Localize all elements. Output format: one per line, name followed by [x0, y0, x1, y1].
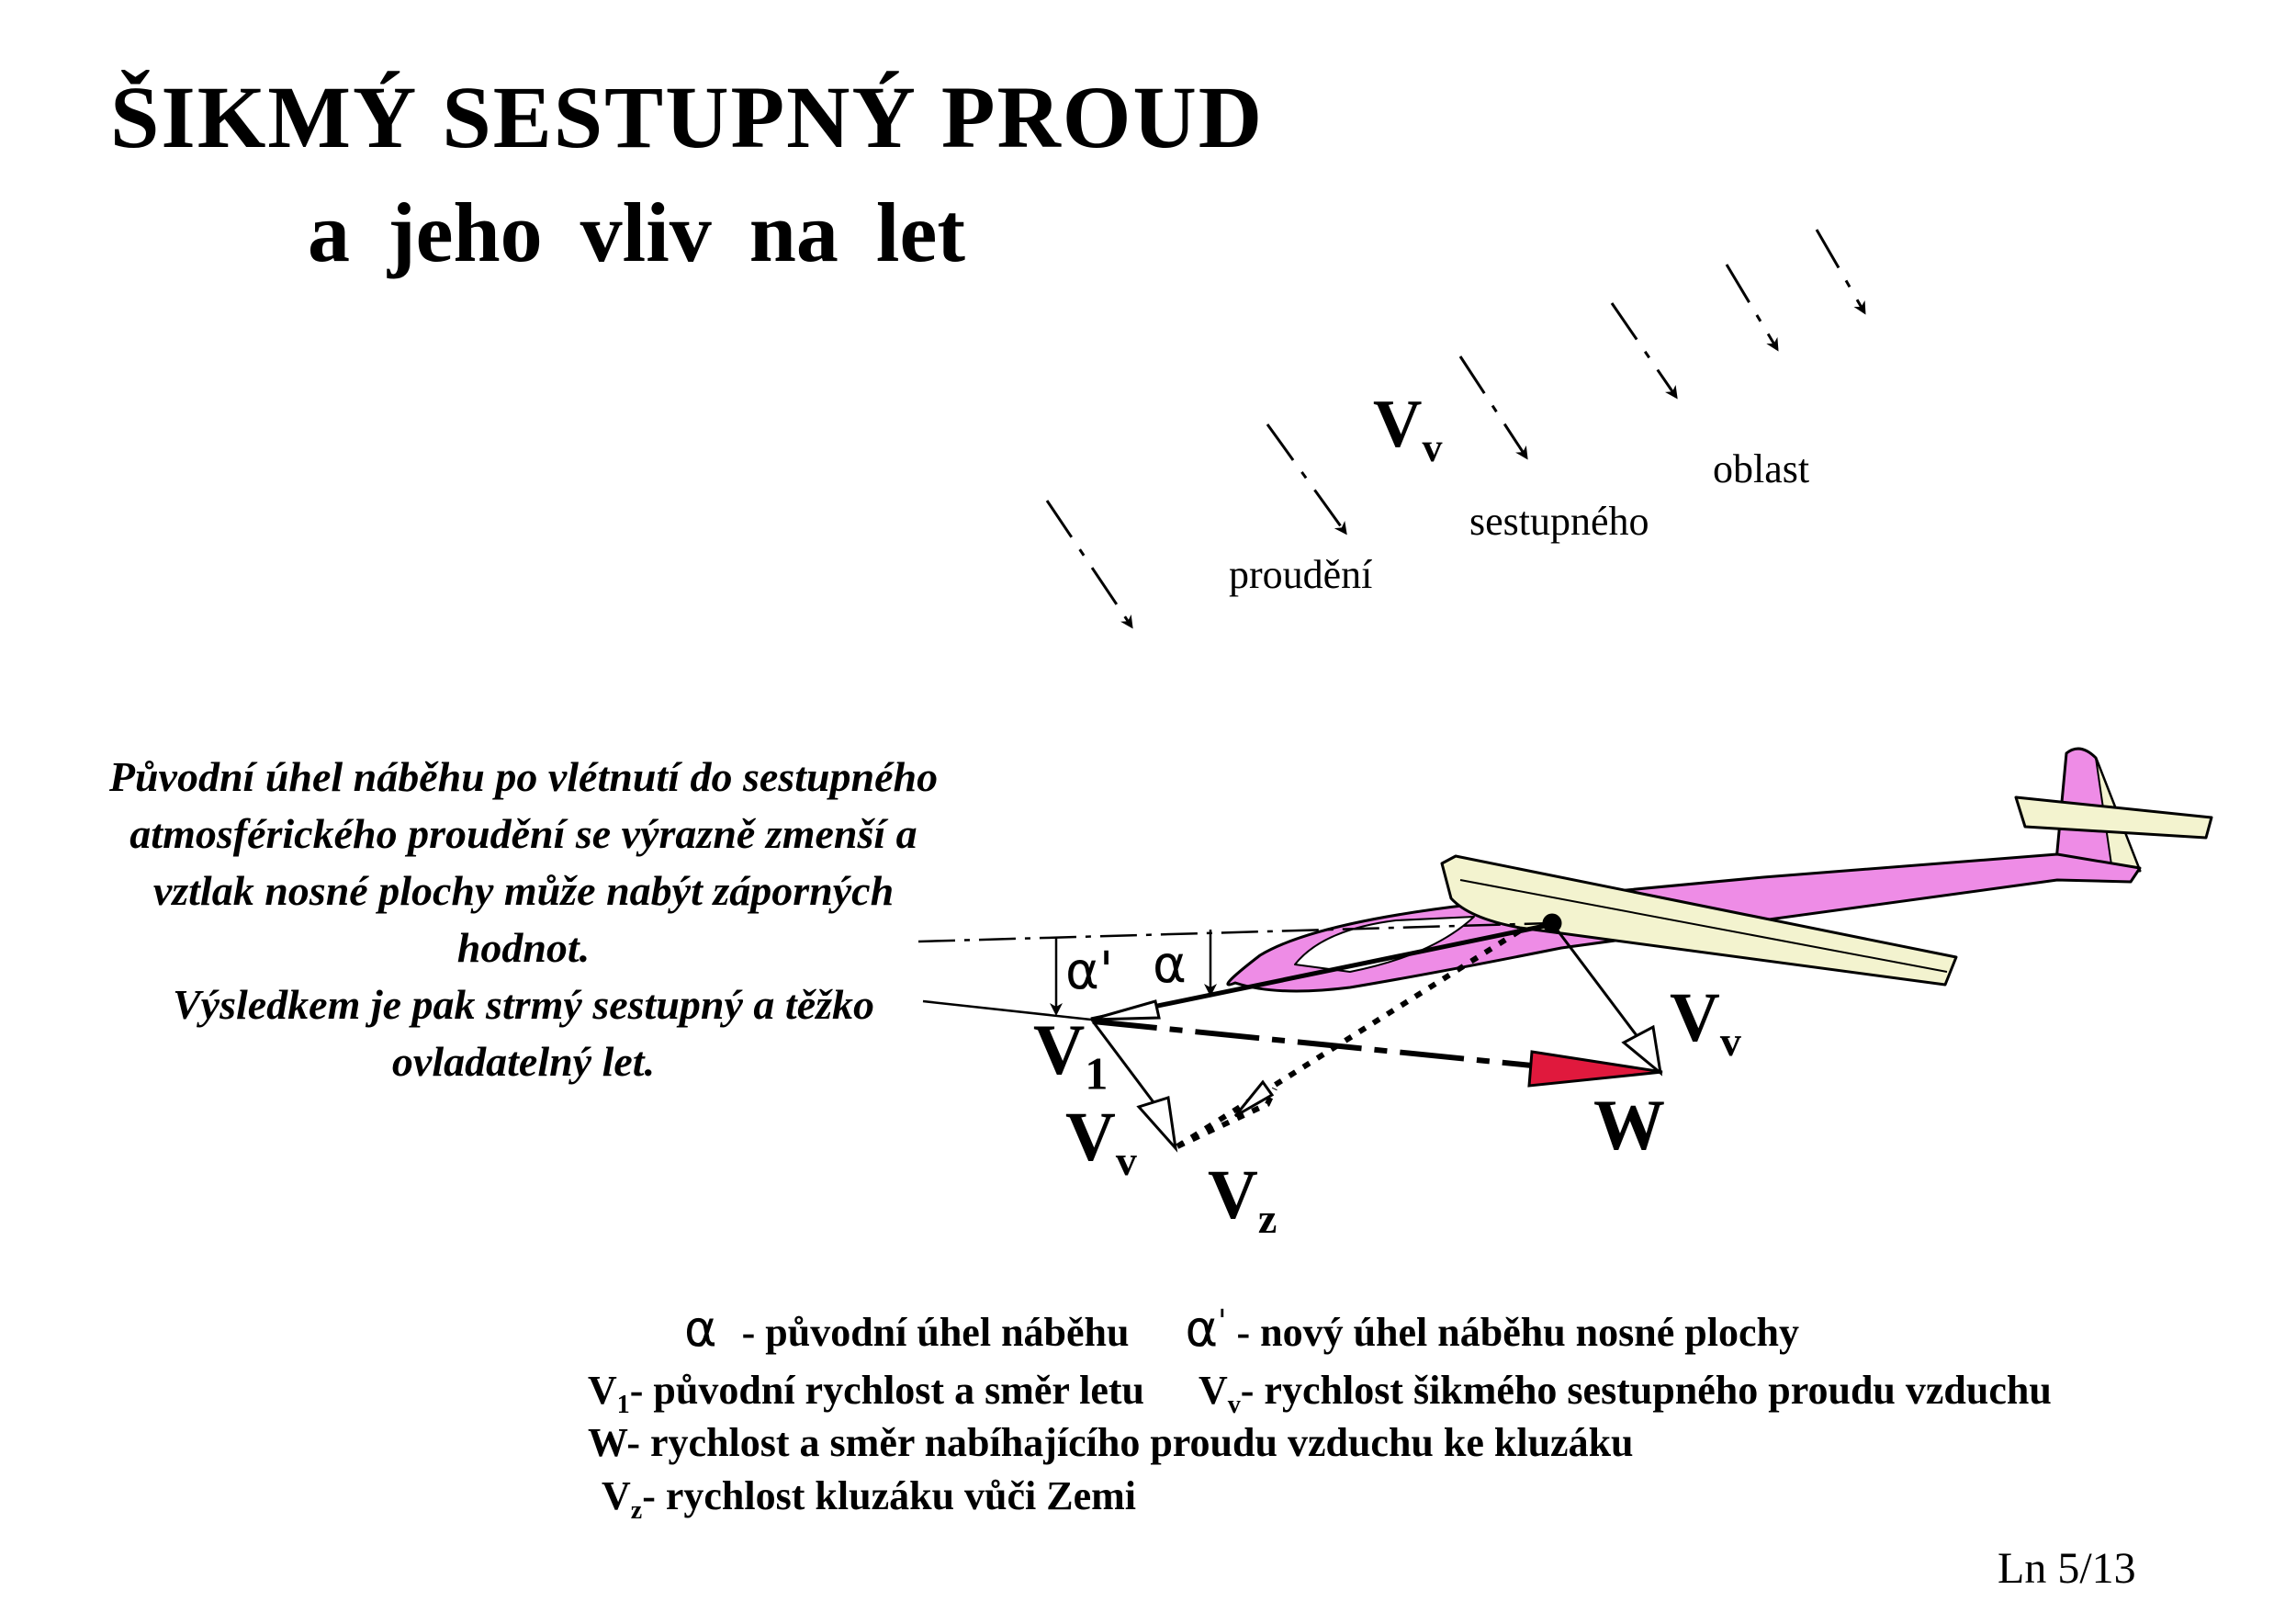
- vv-left-arrowhead: [1136, 1096, 1178, 1153]
- flow-word-prouden: proudění: [1229, 552, 1373, 597]
- horizon-line: [922, 999, 1092, 1021]
- legend-vv-text: - rychlost šikmého sestupného proudu vzd…: [1240, 1368, 2052, 1413]
- canopy: [1294, 916, 1475, 973]
- w-vector: [1092, 1019, 1533, 1068]
- chord-line: [917, 921, 1553, 943]
- page-number: Ln 5/13: [1998, 1544, 2136, 1593]
- description-line: ovladatelný let.: [391, 1038, 656, 1085]
- flow-arrow: [1266, 423, 1347, 536]
- flow-vv-label: Vv: [1373, 387, 1443, 470]
- center-of-gravity: [1542, 913, 1562, 933]
- legend-row-v1: V1- původní rychlost a směr letu Vv- ryc…: [588, 1367, 2052, 1420]
- v1-vector: [1090, 923, 1546, 1022]
- downdraft-arrows: [1045, 229, 1866, 629]
- velocity-vectors: [1090, 913, 1663, 1153]
- vv-left-label: Vv: [1065, 1099, 1137, 1185]
- angle-reference-lines: [917, 921, 1553, 1021]
- legend-row-alpha: α - původní úhel náběhu α' - nový úhel n…: [684, 1300, 1799, 1358]
- vz-symbol: Vz: [602, 1473, 643, 1525]
- description-line: atmosférického proudění se výrazně zmenš…: [129, 810, 917, 857]
- legend-alpha-prime-text: - nový úhel náběhu nosné plochy: [1236, 1310, 1799, 1355]
- horizontal-stabilizer: [2014, 795, 2213, 840]
- vz-vector: [1176, 925, 1526, 1149]
- glider: [1226, 747, 2213, 993]
- v1-origin-triangle: [1090, 999, 1161, 1021]
- flow-arrow: [1458, 355, 1528, 460]
- vz-return: [1176, 1087, 1277, 1149]
- vz-arrowhead: [1233, 1079, 1275, 1118]
- legend-row-vz: Vz- rychlost kluzáku vůči Zemi: [602, 1472, 1136, 1526]
- vv-right-vector: [1550, 922, 1646, 1046]
- vz-label: Vz: [1208, 1156, 1277, 1243]
- alpha-prime-label: α': [1065, 942, 1114, 1001]
- v1-symbol: V1: [588, 1368, 630, 1419]
- description-paragraph: Původní úhel náběhu po vlétnutí do sestu…: [37, 749, 1010, 1090]
- main-wing: [1440, 854, 1958, 987]
- flow-arrow: [1725, 264, 1779, 352]
- prime-mark: ': [1218, 1303, 1227, 1340]
- alpha-symbol: α: [684, 1300, 717, 1358]
- legend-alpha-text: - původní úhel náběhu: [741, 1310, 1130, 1355]
- description-line: Výsledkem je pak strmý sestupný a těžko: [172, 981, 875, 1028]
- legend-vz-text: - rychlost kluzáku vůči Zemi: [642, 1473, 1137, 1518]
- w-label: W: [1593, 1085, 1665, 1165]
- flow-word-oblast: oblast: [1713, 446, 1810, 491]
- wing-root-line: [1459, 879, 1948, 973]
- page-title: ŠIKMÝ SESTUPNÝ PROUD: [110, 68, 1265, 166]
- legend-v1-text: - původní rychlost a směr letu: [629, 1368, 1144, 1413]
- flow-arrow: [1610, 302, 1678, 400]
- vv-right-arrowhead: [1621, 1024, 1663, 1077]
- v1-label: V1: [1033, 1009, 1109, 1100]
- vv-right-label: Vv: [1670, 979, 1741, 1066]
- flow-arrow: [1045, 500, 1133, 629]
- alpha-prime-symbol: α: [1185, 1300, 1219, 1358]
- description-line: vztlak nosné plochy může nabýt záporných: [152, 867, 895, 914]
- alpha-label: α: [1153, 935, 1187, 995]
- page-subtitle: a jeho vliv na let: [308, 186, 965, 279]
- w-arrowhead: [1527, 1050, 1663, 1088]
- legend-row-w: W- rychlost a směr nabíhajícího proudu v…: [588, 1420, 1634, 1465]
- flow-arrow: [1815, 229, 1866, 315]
- description-line: hodnot.: [456, 924, 591, 971]
- flow-word-sestupneho: sestupného: [1469, 499, 1649, 544]
- vv-left-vector: [1091, 1021, 1161, 1111]
- vv-symbol: Vv: [1199, 1368, 1241, 1419]
- description-line: Původní úhel náběhu po vlétnutí do sestu…: [108, 753, 939, 800]
